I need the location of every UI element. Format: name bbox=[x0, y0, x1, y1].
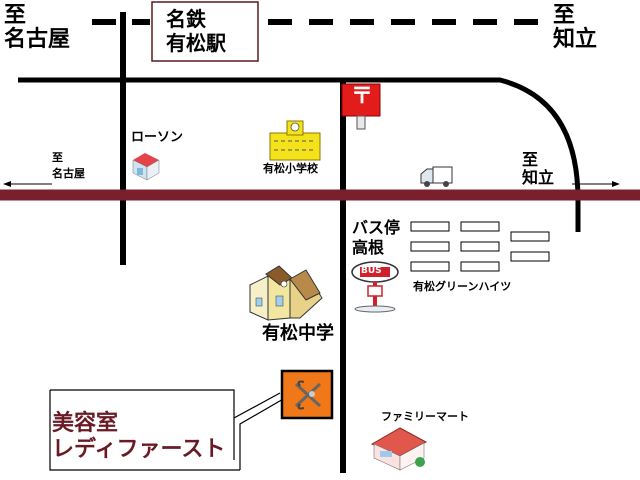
station-name-line2: 有松駅 bbox=[166, 31, 226, 55]
direction-mid-right-city: 知立 bbox=[522, 168, 555, 187]
junior-high-building-icon bbox=[249, 265, 323, 321]
post-box-icon bbox=[341, 83, 381, 130]
family-mart-label: ファミリーマート bbox=[381, 410, 469, 423]
salon-callout-frame-bottom bbox=[49, 390, 240, 471]
post-symbol: 〒 bbox=[351, 84, 374, 109]
road-upper-curve bbox=[18, 77, 581, 232]
elementary-school-label: 有松小学校 bbox=[263, 162, 318, 175]
bus-stop-label-line2: 高根 bbox=[352, 238, 385, 257]
salon-callout-frame bbox=[50, 389, 235, 418]
convenience-store-icon bbox=[132, 153, 160, 181]
junior-high-label: 有松中学 bbox=[262, 323, 334, 344]
green-heights-label: 有松グリーンハイツ bbox=[413, 280, 512, 293]
direction-top-right-prefix: 至 bbox=[553, 3, 576, 28]
salon-name-line2: レディファースト bbox=[52, 437, 226, 462]
salon-name-line1: 美容室 bbox=[52, 411, 119, 436]
direction-top-left-city: 名古屋 bbox=[4, 27, 71, 52]
scissors-icon bbox=[280, 369, 334, 420]
station-name-line1: 名鉄 bbox=[166, 7, 206, 31]
direction-mid-left-prefix: 至 bbox=[52, 151, 63, 164]
station-box bbox=[151, 1, 259, 62]
arrow-right-icon bbox=[572, 181, 620, 187]
arrow-left-icon bbox=[3, 181, 52, 187]
direction-top-right-city: 知立 bbox=[553, 27, 598, 52]
truck-icon bbox=[420, 166, 453, 187]
bus-sign-text: BUS bbox=[361, 266, 382, 276]
direction-mid-left-city: 名古屋 bbox=[52, 167, 85, 180]
salon-callout-line bbox=[233, 392, 281, 460]
bus-sign-icon bbox=[351, 261, 399, 313]
bus-stop-label-line1: バス停 bbox=[352, 218, 401, 237]
direction-top-left-prefix: 至 bbox=[4, 3, 27, 28]
apartment-blocks bbox=[410, 221, 550, 272]
salon-callout-line-2 bbox=[239, 397, 286, 470]
direction-mid-right-prefix: 至 bbox=[522, 150, 539, 169]
school-building-icon bbox=[269, 120, 321, 161]
shop-icon bbox=[370, 427, 428, 471]
lawson-label: ローソン bbox=[131, 130, 184, 145]
